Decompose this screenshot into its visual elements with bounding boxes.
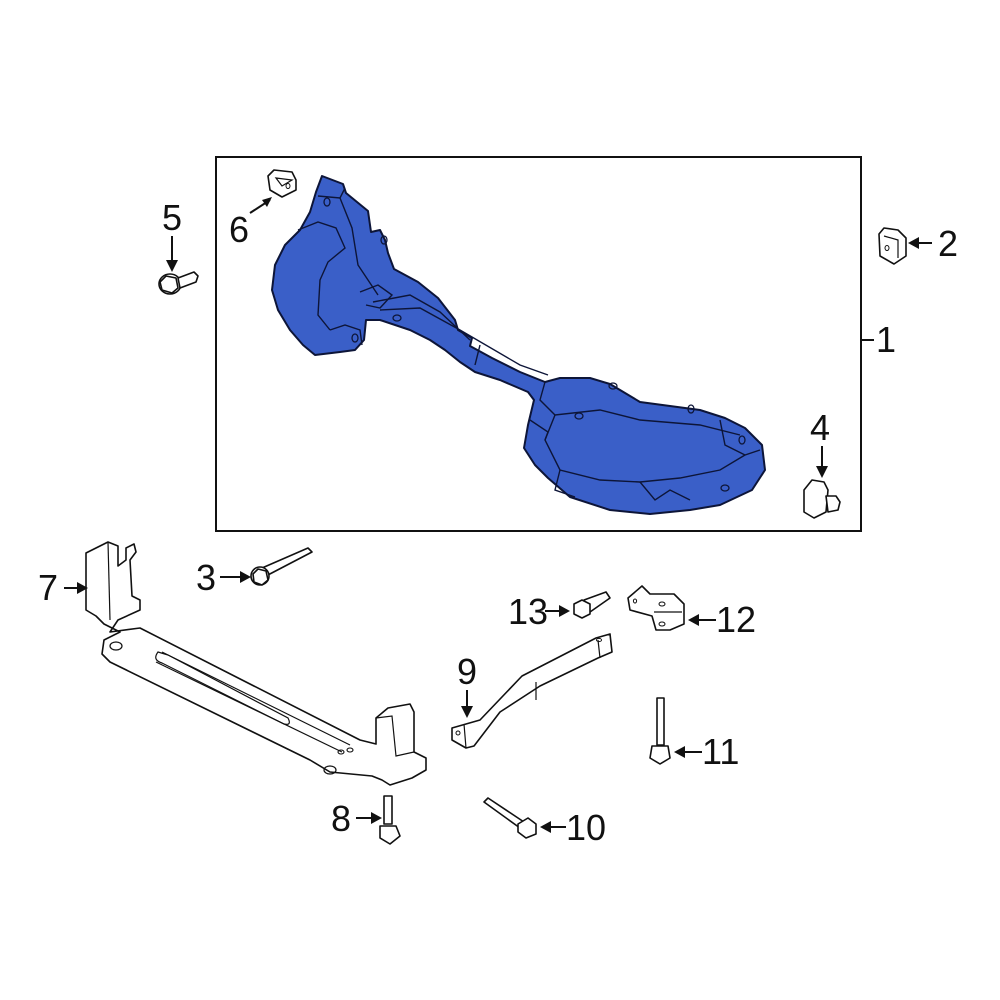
flange-bolt-part-5[interactable] <box>158 271 199 295</box>
callout-4[interactable]: 4 <box>810 407 830 448</box>
callout-9[interactable]: 9 <box>457 651 477 692</box>
assembly-group-box <box>215 156 862 532</box>
callout-11[interactable]: 11 <box>702 731 739 772</box>
radiator-support-part[interactable] <box>271 175 766 515</box>
clip-nut-part-4[interactable] <box>803 479 841 519</box>
callout-2[interactable]: 2 <box>938 223 958 264</box>
callout-1[interactable]: 1 <box>876 319 896 360</box>
support-brace-part-9[interactable] <box>451 633 613 749</box>
callout-7[interactable]: 7 <box>38 567 58 608</box>
bolt-part-10[interactable] <box>483 797 537 839</box>
clip-nut-part-6[interactable] <box>267 169 297 198</box>
callout-12[interactable]: 12 <box>716 599 756 640</box>
callout-5[interactable]: 5 <box>162 197 182 238</box>
clip-nut-part-2[interactable] <box>878 227 907 265</box>
callout-10[interactable]: 10 <box>566 807 606 848</box>
callout-6[interactable]: 6 <box>229 209 249 250</box>
callout-13[interactable]: 13 <box>508 591 548 632</box>
callout-8[interactable]: 8 <box>331 798 351 839</box>
lower-tie-bar-part-7[interactable] <box>85 541 427 786</box>
bolt-part-11[interactable] <box>649 697 671 765</box>
callout-3[interactable]: 3 <box>196 557 216 598</box>
bracket-part-12[interactable] <box>627 585 685 631</box>
bolt-part-8[interactable] <box>379 795 401 845</box>
bolt-part-3[interactable] <box>250 547 313 586</box>
bolt-part-13[interactable] <box>573 591 611 619</box>
